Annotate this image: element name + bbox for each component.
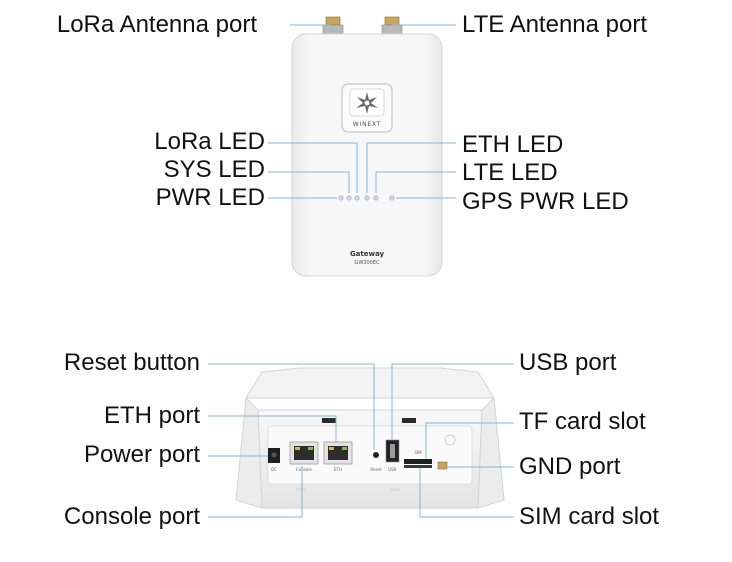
label-power-port: Power port <box>83 441 200 468</box>
label-sim-card-slot: SIM card slot <box>519 503 660 530</box>
led-row <box>338 195 395 201</box>
label-lora-led: LoRa LED <box>154 128 265 155</box>
console-rj45: Console <box>289 441 319 472</box>
eth-rj45: ETH <box>323 441 353 472</box>
dc-jack: DC <box>268 448 280 472</box>
label-eth-led: ETH LED <box>462 131 564 158</box>
eth-mark: ETH <box>334 467 342 472</box>
card-slots: SIM <box>404 450 432 468</box>
reset-mark: Reset <box>370 467 382 472</box>
label-console-port: Console port <box>63 503 200 530</box>
device-model-title: Gateway <box>350 250 385 258</box>
usb-connector: USB <box>385 439 400 472</box>
lora-antenna-connector <box>322 16 344 36</box>
pwr-led-dot <box>338 195 344 201</box>
usb-mark: USB <box>388 467 396 472</box>
sim-mark: SIM <box>414 450 422 455</box>
gps-pwr-led-dot <box>389 195 395 201</box>
dc-mark: DC <box>271 467 277 472</box>
brand-logo: WINEXT <box>341 83 393 133</box>
label-eth-port: ETH port <box>103 402 200 429</box>
label-lte-antenna-port: LTE Antenna port <box>462 11 648 38</box>
bottom-device: DC Console ETH Reset USB <box>235 367 505 509</box>
label-gps-pwr-led: GPS PWR LED <box>462 188 629 215</box>
top-leader-lines <box>268 24 456 199</box>
label-reset-button: Reset button <box>63 349 200 376</box>
label-sys-led: SYS LED <box>163 156 265 183</box>
bottom-leader-lines <box>208 363 514 518</box>
reset-hole: Reset <box>370 452 382 472</box>
sys-led-dot <box>346 195 352 201</box>
label-lte-led: LTE LED <box>462 159 558 186</box>
lte-led-dot <box>373 195 379 201</box>
eth-led-dot <box>364 195 370 201</box>
label-pwr-led: PWR LED <box>155 184 265 211</box>
label-lora-antenna-port: LoRa Antenna port <box>56 11 257 38</box>
label-usb-port: USB port <box>519 349 617 376</box>
device-model-code: GW300EC <box>354 260 380 266</box>
lte-antenna-connector <box>381 16 403 36</box>
brand-name: WINEXT <box>353 121 381 128</box>
console-mark: Console <box>296 467 312 472</box>
label-tf-card-slot: TF card slot <box>519 408 646 435</box>
lora-led-dot <box>354 195 360 201</box>
label-gnd-port: GND port <box>519 453 621 480</box>
gnd-terminal <box>437 434 456 470</box>
